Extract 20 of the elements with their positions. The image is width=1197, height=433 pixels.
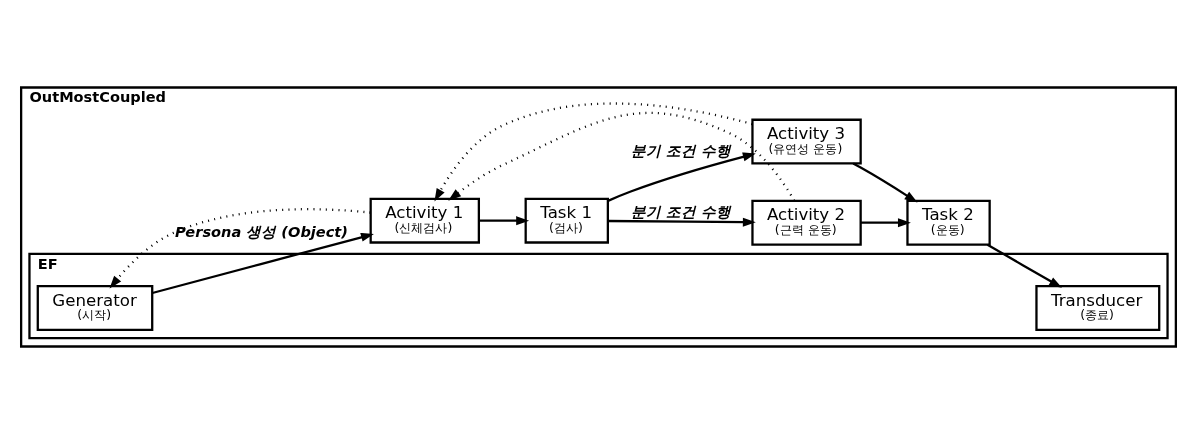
arrow <box>448 111 796 201</box>
arrow <box>986 243 1062 288</box>
node-box: Activity 2 (근력 운동) <box>751 199 862 246</box>
arrow <box>607 217 756 227</box>
edge-label: Persona 생성 (Object) <box>175 222 348 240</box>
node-box: Generator (시작) <box>36 284 154 331</box>
arrow <box>852 162 918 203</box>
node-box: Activity 3 (유연성 운동) <box>751 118 862 165</box>
edge-label: 분기 조건 수행 <box>630 202 731 220</box>
arrow <box>109 207 371 289</box>
arrow <box>434 101 753 202</box>
node-box: Transducer (종료) <box>1035 284 1161 331</box>
node-box: Task 2 (운동) <box>906 199 991 246</box>
arrow <box>479 215 530 225</box>
arrow <box>860 217 911 227</box>
arrow <box>607 151 756 202</box>
edge-label: 분기 조건 수행 <box>630 141 731 159</box>
arrow <box>152 232 374 294</box>
node-box: Activity 1 (신체검사) <box>369 197 480 244</box>
node-box: Task 1 (검사) <box>524 197 609 244</box>
